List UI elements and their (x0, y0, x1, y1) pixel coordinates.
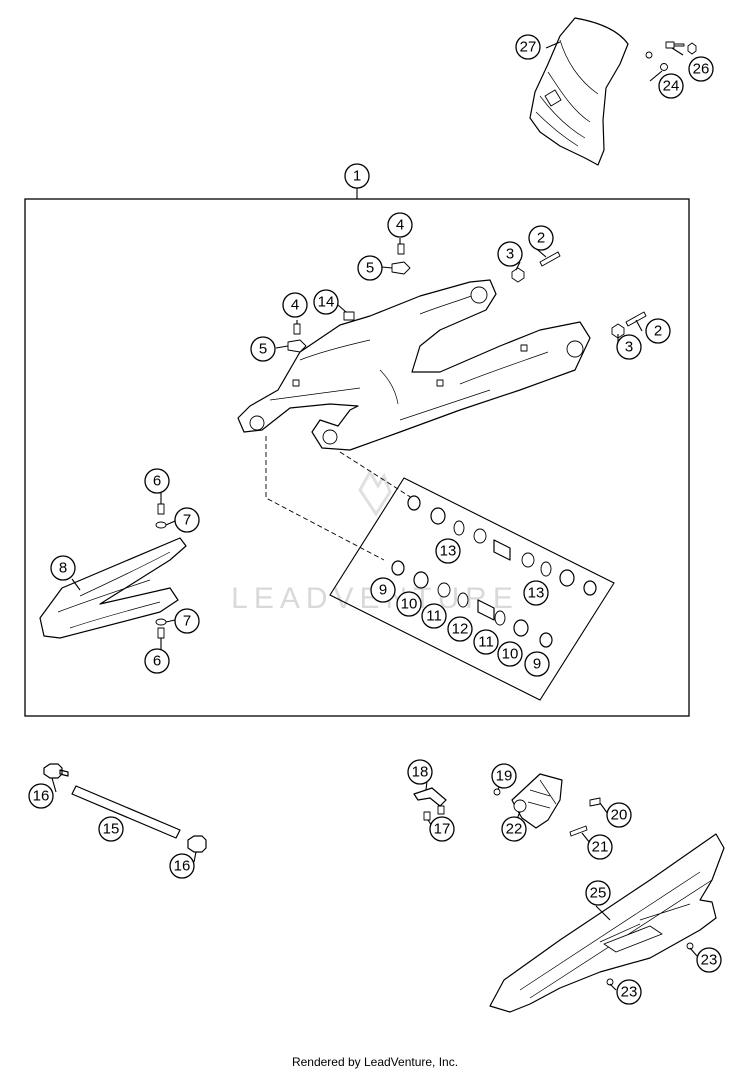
callout-25: 24 (658, 73, 684, 99)
svg-text:24: 24 (663, 78, 680, 95)
callout-9a: 9 (370, 577, 396, 603)
callout-23b: 23 (616, 979, 642, 1005)
svg-text:2: 2 (537, 230, 545, 247)
part-bolts-upper (287, 243, 647, 353)
callout-3b: 3 (616, 334, 642, 360)
callout-20: 20 (606, 802, 632, 828)
svg-text:19: 19 (496, 768, 513, 785)
svg-text:7: 7 (183, 613, 191, 630)
callout-12: 12 (447, 616, 473, 642)
callout-13b: 13 (523, 580, 549, 606)
part-bearings (391, 495, 597, 648)
callout-18: 18 (407, 759, 433, 785)
svg-text:23: 23 (621, 984, 638, 1001)
callout-26: 26 (688, 56, 714, 82)
callout-10a: 10 (396, 591, 422, 617)
callout-11b: 11 (473, 629, 499, 655)
leader-lines (51, 41, 698, 991)
callout-17: 17 (429, 816, 455, 842)
callout-4b: 4 (282, 292, 308, 318)
callout-13a: 13 (435, 538, 461, 564)
footer-credit: Rendered by LeadVenture, Inc. (291, 1055, 459, 1069)
svg-text:10: 10 (401, 596, 418, 613)
callout-19: 19 (491, 763, 517, 789)
callout-3a: 3 (497, 241, 523, 267)
svg-text:4: 4 (291, 297, 299, 314)
callout-24: 25 (585, 880, 611, 906)
callout-8: 8 (50, 555, 76, 581)
svg-text:7: 7 (183, 512, 191, 529)
svg-text:16: 16 (174, 858, 191, 875)
part-swingarm (237, 279, 591, 451)
svg-text:17: 17 (434, 821, 451, 838)
callout-9b: 9 (524, 651, 550, 677)
callout-1: 1 (344, 163, 370, 189)
svg-text:18: 18 (412, 764, 429, 781)
callout-16b: 16 (169, 853, 195, 879)
callout-27: 27 (515, 34, 541, 60)
svg-text:5: 5 (259, 341, 267, 358)
svg-text:21: 21 (592, 839, 609, 856)
callout-2b: 2 (645, 318, 671, 344)
svg-text:9: 9 (533, 656, 541, 673)
callout-23a: 23 (696, 947, 722, 973)
part-chain-guide-19-22 (493, 773, 601, 837)
svg-text:12: 12 (452, 621, 469, 638)
svg-text:26: 26 (693, 61, 710, 78)
svg-text:13: 13 (528, 585, 545, 602)
svg-text:10: 10 (502, 646, 519, 663)
callout-4a: 4 (387, 212, 413, 238)
svg-text:4: 4 (396, 217, 404, 234)
part-bracket-17-18 (413, 787, 447, 821)
callout-5b: 5 (250, 336, 276, 362)
svg-text:3: 3 (506, 246, 514, 263)
callout-6a: 6 (144, 468, 170, 494)
svg-text:3: 3 (625, 339, 633, 356)
callout-11a: 11 (421, 603, 447, 629)
svg-text:25: 25 (590, 885, 607, 902)
callout-10b: 10 (497, 641, 523, 667)
part-pivot-axle (43, 763, 207, 853)
svg-text:13: 13 (440, 543, 457, 560)
part-small-nut-25 (645, 51, 668, 71)
part-chain-slider (39, 537, 187, 639)
part-screws-6-7 (155, 503, 167, 639)
svg-text:22: 22 (506, 821, 523, 838)
callout-6b: 6 (144, 648, 170, 674)
svg-text:5: 5 (366, 260, 374, 277)
assembly-frame (24, 198, 690, 717)
part-chain-guard-lower (489, 833, 725, 1013)
part-chain-guard-upper (529, 17, 629, 166)
callout-21: 21 (587, 834, 613, 860)
svg-text:14: 14 (318, 294, 335, 311)
svg-text:15: 15 (103, 821, 120, 838)
callout-2a: 2 (528, 225, 554, 251)
callout-5a: 5 (357, 255, 383, 281)
svg-text:2: 2 (654, 323, 662, 340)
svg-text:9: 9 (379, 582, 387, 599)
part-small-screw-26 (665, 41, 697, 55)
svg-text:11: 11 (478, 634, 494, 651)
bearing-set-outline (329, 477, 615, 701)
callout-22: 22 (501, 816, 527, 842)
svg-text:6: 6 (153, 473, 161, 490)
callout-16a: 16 (28, 783, 54, 809)
callout-7b: 7 (174, 608, 200, 634)
svg-text:11: 11 (426, 608, 442, 625)
svg-text:6: 6 (153, 653, 161, 670)
svg-text:20: 20 (611, 807, 628, 824)
svg-text:27: 27 (520, 39, 537, 56)
svg-text:23: 23 (701, 952, 718, 969)
callout-14: 14 (313, 289, 339, 315)
svg-text:16: 16 (33, 788, 50, 805)
callout-7a: 7 (174, 507, 200, 533)
callout-15: 15 (98, 816, 124, 842)
svg-text:1: 1 (353, 168, 361, 185)
svg-text:8: 8 (59, 560, 67, 577)
